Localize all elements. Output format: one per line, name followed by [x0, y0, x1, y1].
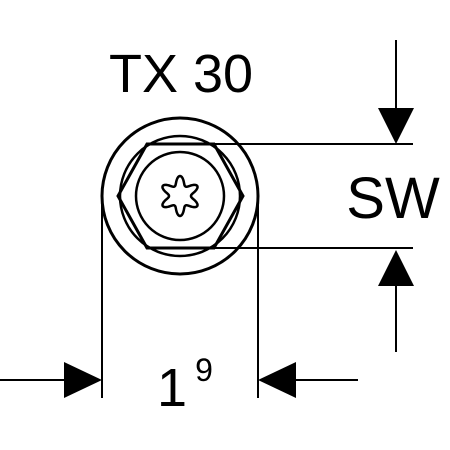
sw-arrow-top-head — [378, 108, 414, 144]
width-arrow-left-head — [64, 362, 102, 398]
width-across-flats-label: SW — [346, 166, 440, 231]
dimension-superscript: 9 — [195, 352, 213, 388]
socket-circle — [134, 150, 226, 242]
sw-arrow-bottom-head — [378, 250, 414, 286]
chamfer-circle — [118, 134, 242, 258]
dimension-value: 1 — [157, 358, 187, 418]
width-arrow-right-head — [258, 362, 296, 398]
drive-size-label: TX 30 — [109, 44, 253, 104]
screw-head-outer-circle — [100, 116, 260, 276]
torx-star-icon — [161, 174, 199, 218]
